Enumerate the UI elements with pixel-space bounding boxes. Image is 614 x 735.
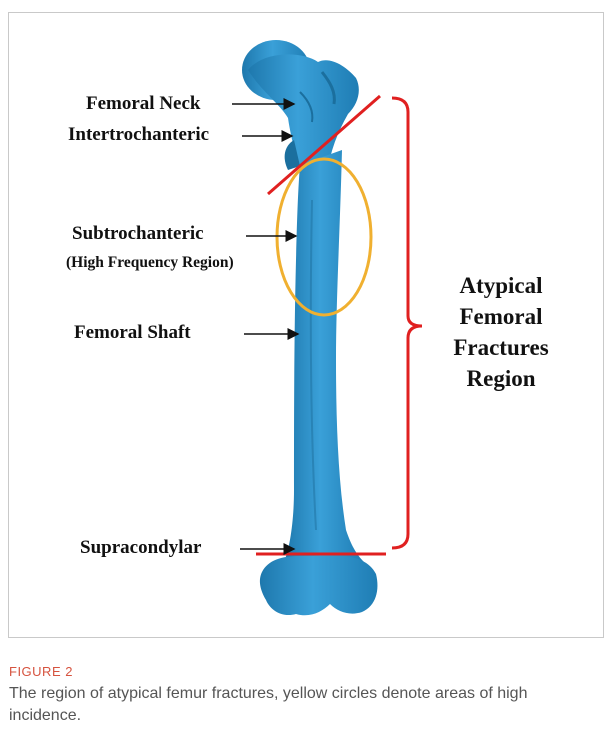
region-label: Atypical Femoral Fractures Region <box>426 270 576 394</box>
region-label-line: Atypical <box>426 270 576 301</box>
region-label-line: Fractures <box>426 332 576 363</box>
figure-number: FIGURE 2 <box>9 664 73 679</box>
region-label-line: Femoral <box>426 301 576 332</box>
label-arrows <box>232 104 298 549</box>
label-supracondylar: Supracondylar <box>80 537 201 559</box>
label-femoral-neck: Femoral Neck <box>86 93 200 115</box>
label-femoral-shaft: Femoral Shaft <box>74 322 191 344</box>
label-high-frequency-region: (High Frequency Region) <box>66 254 234 272</box>
figure-caption: The region of atypical femur fractures, … <box>9 683 599 727</box>
region-bracket <box>392 98 422 548</box>
region-label-line: Region <box>426 363 576 394</box>
femur-bone <box>242 40 377 615</box>
label-subtrochanteric: Subtrochanteric <box>72 223 204 245</box>
label-intertrochanteric: Intertrochanteric <box>68 124 209 146</box>
